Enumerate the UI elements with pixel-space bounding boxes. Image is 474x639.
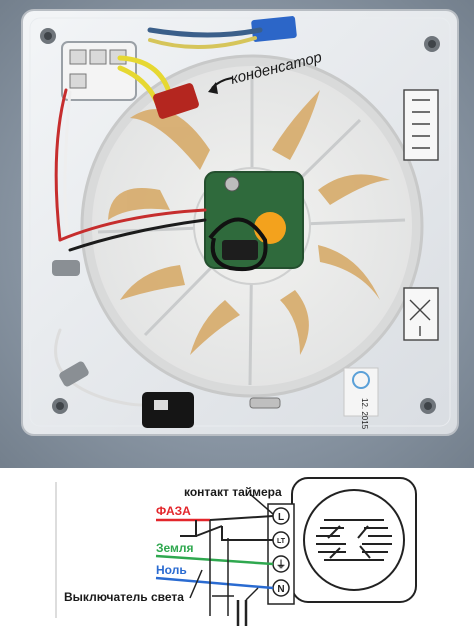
coiled-wire	[208, 217, 268, 272]
light-switch-pointer	[189, 569, 203, 599]
fan-blades	[108, 90, 390, 355]
cable-clamp	[52, 260, 80, 276]
sticker-date: 12. 2015	[360, 398, 369, 430]
blue-connector	[251, 16, 297, 42]
diagram-wires	[155, 493, 274, 626]
instruction-labels	[403, 89, 439, 341]
fan-symbol	[291, 477, 417, 603]
mounting-screws	[40, 28, 440, 414]
cable-clamp	[59, 361, 89, 387]
timer-contact-label: контакт таймера	[184, 485, 282, 499]
neutral-label: Ноль	[156, 563, 187, 577]
capacitor	[153, 83, 199, 119]
wiring-diagram: L LT ⏚ N контакт таймера ФАЗА Земля Ноль…	[0, 468, 474, 639]
fan-photo: конденсатор 12. 2015	[0, 0, 474, 468]
terminal-lt-label: LT	[277, 538, 286, 545]
fuse	[249, 397, 281, 409]
terminal-ground-label: ⏚	[276, 559, 286, 571]
potentiometer	[254, 212, 286, 244]
terminal-n-label: N	[277, 584, 284, 595]
date-sticker	[343, 367, 379, 417]
terminal-l-label: L	[278, 512, 284, 523]
phase-label: ФАЗА	[156, 504, 191, 518]
light-switch-label: Выключатель света	[64, 590, 184, 604]
ground-label: Земля	[156, 541, 194, 555]
